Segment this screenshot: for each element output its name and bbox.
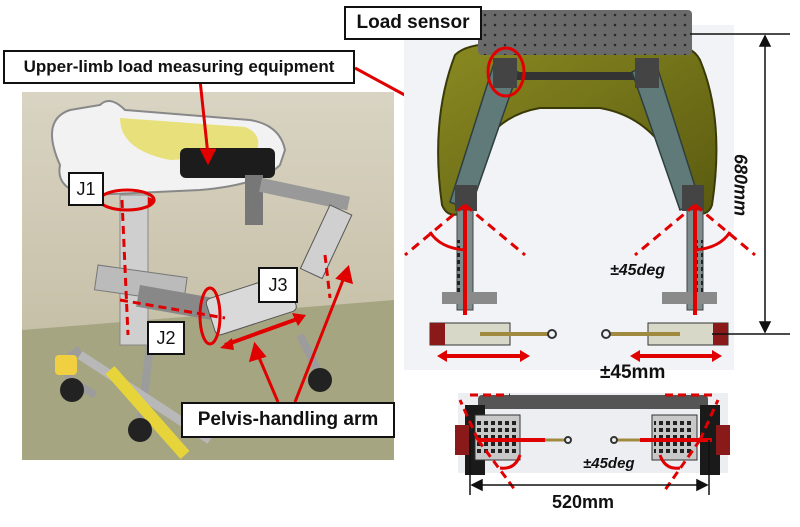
side-angle-label: ±45deg: [610, 262, 666, 279]
photo-annotations: [98, 188, 332, 350]
angle-arc-right: [694, 231, 732, 252]
stroke-label: ±45mm: [600, 362, 666, 383]
upper-limb-label: Upper-limb load measuring equipment: [3, 50, 355, 84]
upper-limb-arm: [259, 178, 351, 211]
leader-upper-limb: [198, 79, 210, 156]
wheel-1: [60, 378, 84, 402]
j3-label: J3: [258, 267, 298, 303]
sensor-left: [493, 58, 517, 88]
width-label: 520mm: [552, 492, 615, 512]
front-bar: [478, 395, 708, 409]
leader-pelvis-1: [256, 354, 280, 403]
height-dimension: [690, 33, 790, 335]
leader-pelvis-2: [293, 274, 347, 403]
frame-leg-right: [296, 333, 324, 377]
j2-rotation: [198, 286, 222, 346]
j3-axis: [224, 316, 301, 347]
sensor-right: [635, 58, 659, 88]
height-dimension-label: 680mm: [730, 153, 751, 217]
upper-limb-unit: [180, 148, 275, 178]
frame-leg-front: [136, 344, 154, 431]
angle-arc-left: [428, 231, 466, 252]
j1-axis: [120, 199, 130, 336]
j2-axis: [119, 298, 226, 320]
bumper: [55, 355, 77, 375]
j1-label: J1: [68, 172, 104, 206]
wheel-3: [308, 368, 332, 392]
width-dimension: [469, 440, 710, 495]
right-pad-unit: [299, 204, 353, 280]
yellow-bar: [105, 366, 190, 459]
crossbar: [500, 72, 650, 80]
sensor-highlight: [486, 46, 526, 98]
bottom-angle-label: ±45deg: [583, 455, 635, 472]
j2-label: J2: [147, 321, 185, 355]
cad-top-view: [404, 10, 734, 370]
pelvis-arm-segment: [136, 284, 214, 320]
load-sensor-label: Load sensor: [344, 6, 482, 40]
wheel-2: [128, 418, 152, 442]
upper-limb-post: [245, 175, 263, 225]
pelvis-arm-label: Pelvis-handling arm: [181, 402, 395, 438]
cad-top-annotations: [404, 46, 756, 362]
cad-front-annotations: [458, 393, 720, 491]
